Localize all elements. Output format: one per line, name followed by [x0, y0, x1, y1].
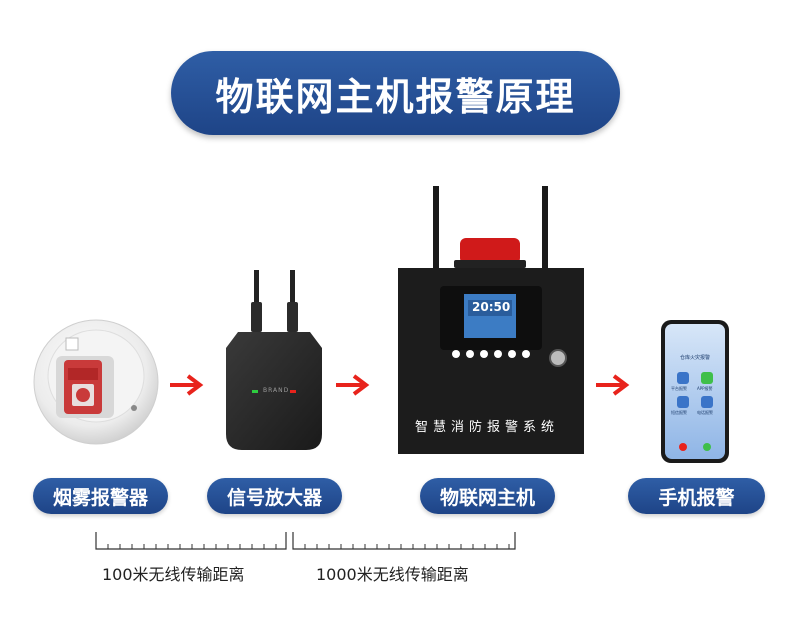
distance-label-1000m: 1000米无线传输距离 [316, 565, 469, 584]
phone-app-title: 仓库火灾报警 [679, 355, 710, 361]
label-phone-alarm: 手机报警 [628, 478, 765, 514]
chat-icon [701, 372, 713, 384]
host-screen-time: 20:50 [472, 300, 511, 314]
distance-ruler-2 [292, 532, 516, 550]
label-smoke-detector: 烟雾报警器 [33, 478, 168, 514]
phone-app-item: 短信报警 [671, 410, 687, 415]
iot-host-image [398, 186, 584, 454]
phone-app-item: 平台报警 [671, 386, 687, 391]
smoke-detector-image [33, 319, 159, 445]
accept-icon [703, 443, 711, 451]
host-panel-text: 智慧消防报警系统 [415, 420, 560, 435]
repeater-brand-text: BRAND [263, 387, 290, 394]
distance-label-100m: 100米无线传输距离 [102, 565, 245, 584]
phone-image: 仓库火灾报警 平台报警 APP报警 短信报警 电话报警 [661, 320, 729, 463]
arrow-right-icon [596, 374, 630, 396]
signal-amplifier-image [226, 270, 322, 450]
page-title: 物联网主机报警原理 [171, 51, 620, 135]
arrow-right-icon [170, 374, 204, 396]
bell-icon [677, 372, 689, 384]
distance-ruler-1 [95, 532, 287, 550]
mail-icon [677, 396, 689, 408]
phone-app-item: APP报警 [697, 386, 713, 391]
arrow-right-icon [336, 374, 370, 396]
phone-call-icon [701, 396, 713, 408]
label-signal-amplifier: 信号放大器 [207, 478, 342, 514]
decline-icon [679, 443, 687, 451]
label-iot-host: 物联网主机 [420, 478, 555, 514]
phone-app-item: 电话报警 [697, 410, 713, 415]
